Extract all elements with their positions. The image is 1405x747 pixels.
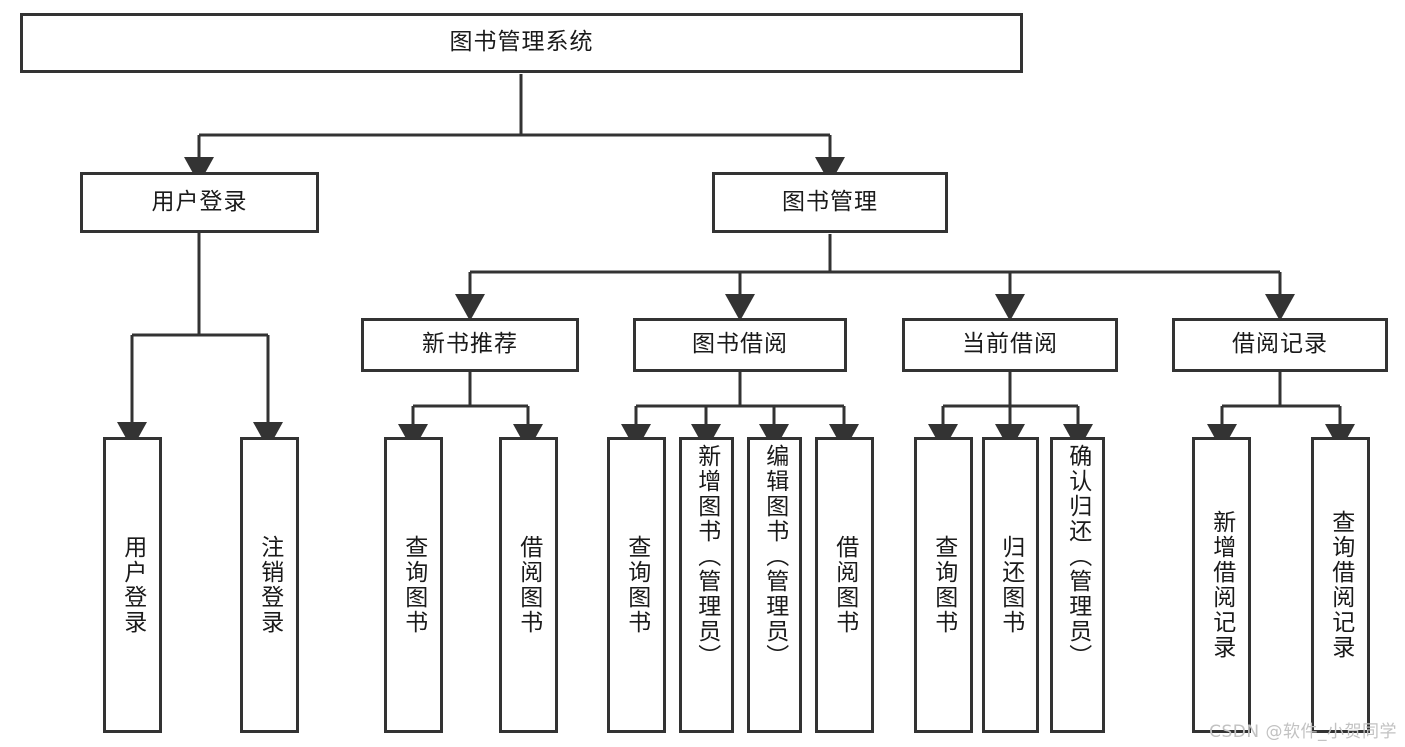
node-new-book-recommend-label: 新书推荐 [422, 331, 518, 358]
node-leaf-borrow-book-2-label: 借阅图书 [831, 535, 858, 635]
node-new-book-recommend[interactable]: 新书推荐 [361, 318, 579, 372]
node-leaf-edit-book-label: 编辑图书（管理员） [761, 444, 788, 669]
node-book-manage[interactable]: 图书管理 [712, 172, 948, 233]
node-leaf-user-login-label: 用户登录 [119, 535, 146, 635]
node-borrow-record[interactable]: 借阅记录 [1172, 318, 1388, 372]
node-leaf-query-book-3-label: 查询图书 [930, 535, 957, 635]
node-user-login[interactable]: 用户登录 [80, 172, 319, 233]
node-leaf-query-book-2-label: 查询图书 [623, 535, 650, 635]
node-leaf-user-logout[interactable]: 注销登录 [240, 437, 299, 733]
node-leaf-add-book-label: 新增图书（管理员） [693, 444, 720, 669]
node-root-label: 图书管理系统 [449, 29, 594, 56]
node-leaf-confirm-return[interactable]: 确认归还（管理员） [1050, 437, 1105, 733]
node-leaf-return-book-label: 归还图书 [997, 535, 1024, 635]
node-leaf-borrow-book-1-label: 借阅图书 [515, 535, 542, 635]
node-leaf-user-login[interactable]: 用户登录 [103, 437, 162, 733]
node-current-borrow[interactable]: 当前借阅 [902, 318, 1118, 372]
node-leaf-confirm-return-label: 确认归还（管理员） [1064, 444, 1091, 669]
node-leaf-return-book[interactable]: 归还图书 [982, 437, 1039, 733]
node-leaf-borrow-book-1[interactable]: 借阅图书 [499, 437, 558, 733]
node-leaf-query-book-1[interactable]: 查询图书 [384, 437, 443, 733]
node-leaf-add-record[interactable]: 新增借阅记录 [1192, 437, 1251, 733]
node-leaf-edit-book[interactable]: 编辑图书（管理员） [747, 437, 802, 733]
node-leaf-add-book[interactable]: 新增图书（管理员） [679, 437, 734, 733]
node-leaf-query-book-1-label: 查询图书 [400, 535, 427, 635]
node-borrow-record-label: 借阅记录 [1232, 331, 1328, 358]
node-current-borrow-label: 当前借阅 [962, 331, 1058, 358]
node-leaf-query-book-2[interactable]: 查询图书 [607, 437, 666, 733]
node-leaf-add-record-label: 新增借阅记录 [1208, 510, 1235, 660]
node-book-borrow-label: 图书借阅 [692, 331, 788, 358]
watermark: CSDN @软件_小贺同学 [1209, 722, 1397, 742]
node-leaf-query-record-label: 查询借阅记录 [1327, 510, 1354, 660]
node-book-manage-label: 图书管理 [782, 188, 878, 215]
node-leaf-query-record[interactable]: 查询借阅记录 [1311, 437, 1370, 733]
node-leaf-user-logout-label: 注销登录 [256, 535, 283, 635]
node-leaf-query-book-3[interactable]: 查询图书 [914, 437, 973, 733]
node-user-login-label: 用户登录 [151, 188, 248, 215]
node-book-borrow[interactable]: 图书借阅 [633, 318, 847, 372]
node-root[interactable]: 图书管理系统 [20, 13, 1023, 73]
node-leaf-borrow-book-2[interactable]: 借阅图书 [815, 437, 874, 733]
